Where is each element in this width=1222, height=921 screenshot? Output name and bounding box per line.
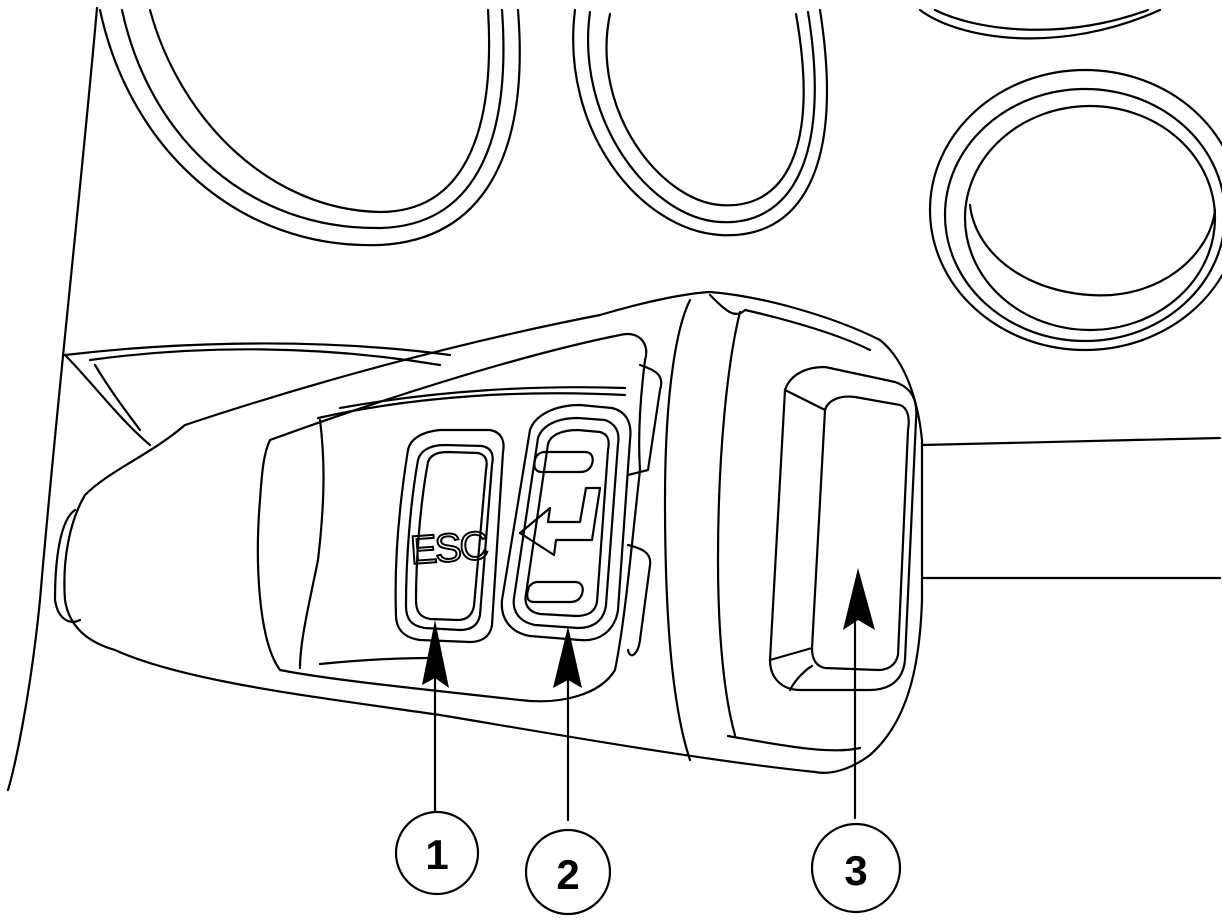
- button-panel-recess: [256, 332, 663, 703]
- callout-number-2: 2: [556, 851, 579, 898]
- callout-circle-1: [394, 810, 480, 896]
- stalk-end-button: [768, 365, 918, 692]
- callout-leaders: [433, 583, 857, 822]
- instrument-gauge-top-right: [918, 8, 1162, 40]
- esc-key-label: ESC: [409, 524, 489, 573]
- instrument-gauge-center: [572, 8, 828, 237]
- callout-number-3: 3: [844, 847, 867, 894]
- dashboard-edge: [6, 6, 99, 792]
- esc-button: [394, 428, 505, 644]
- callout-circle-3: [810, 822, 902, 914]
- instrument-gauge-left: [98, 8, 521, 247]
- arrowhead-3: [843, 568, 875, 630]
- instrument-gauge-right: [928, 68, 1222, 352]
- menu-return-button: [500, 403, 632, 642]
- arrowhead-1: [422, 620, 449, 688]
- callout-number-1: 1: [425, 831, 448, 878]
- callout-circle-2: [524, 828, 612, 916]
- steering-column-shroud: [63, 342, 452, 447]
- stalk-body: [53, 290, 1222, 774]
- arrowhead-2: [553, 626, 582, 688]
